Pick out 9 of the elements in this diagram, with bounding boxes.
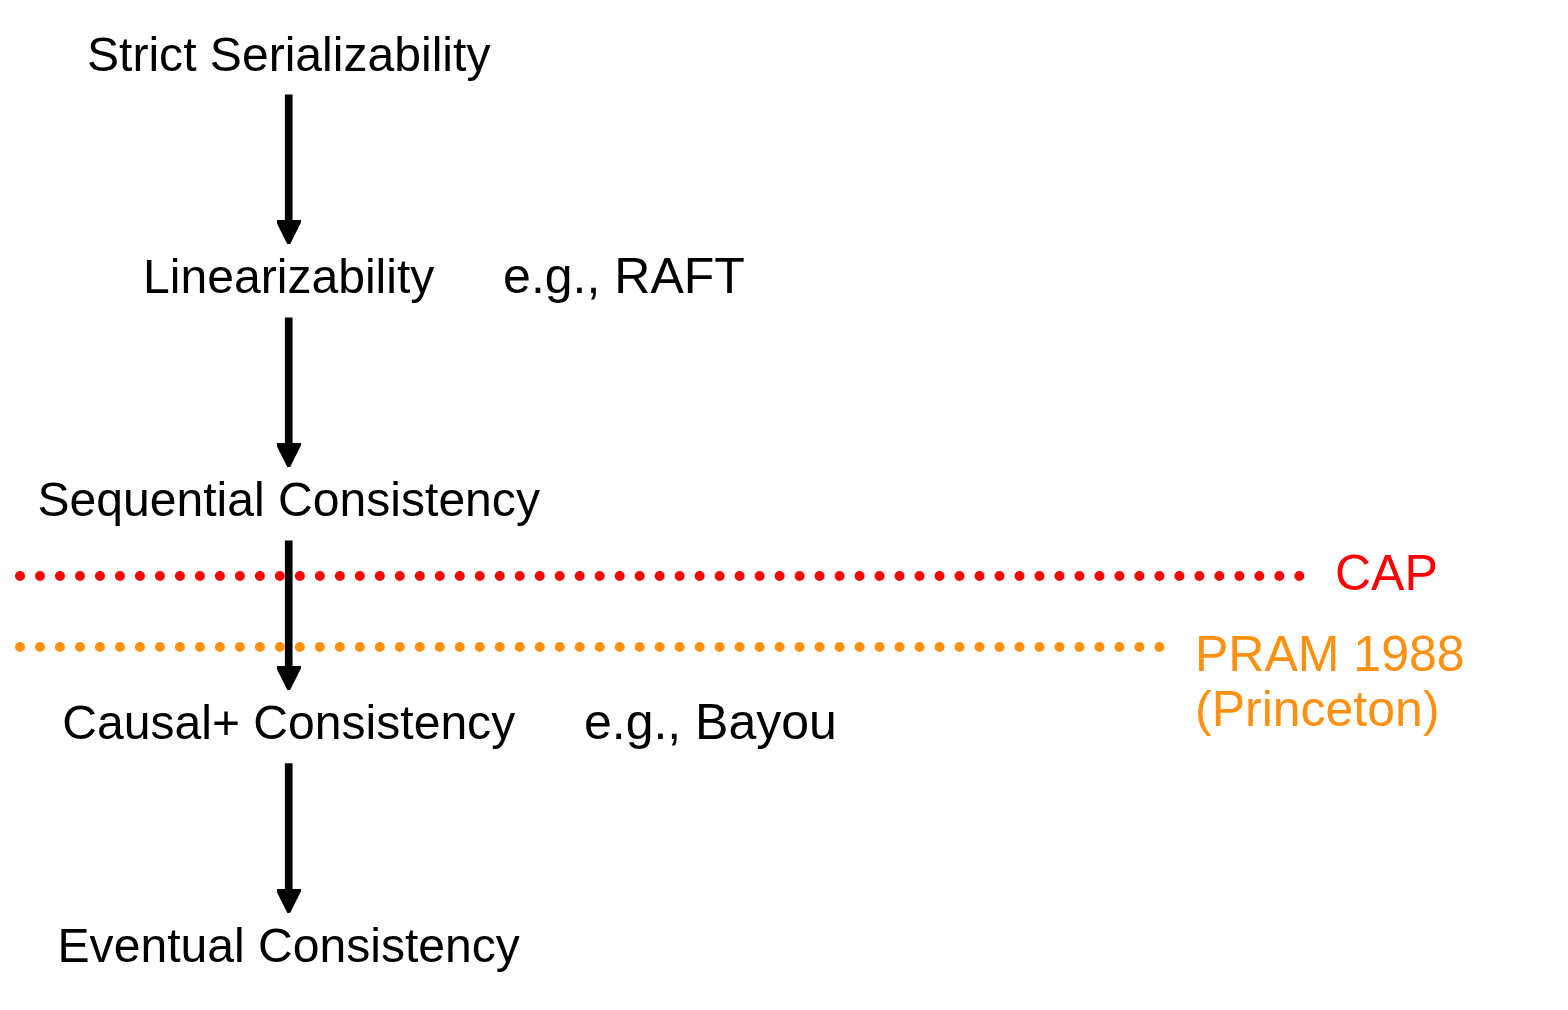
- node-text: Eventual Consistency: [57, 918, 520, 973]
- boundary-label: PRAM 1988 (Princeton): [1195, 626, 1466, 737]
- example-text: e.g., Bayou: [583, 694, 837, 750]
- example-text: e.g., RAFT: [503, 249, 745, 305]
- node-text: Linearizability: [143, 249, 435, 304]
- node-text: Causal+ Consistency: [62, 695, 516, 750]
- boundary-label: CAP: [1335, 545, 1439, 601]
- node-text: Sequential Consistency: [37, 472, 540, 527]
- node-text: Strict Serializability: [87, 26, 491, 81]
